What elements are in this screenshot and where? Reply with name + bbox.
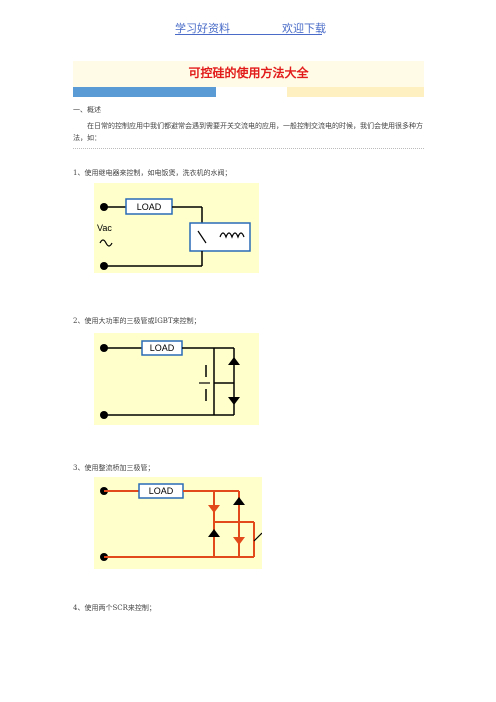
page-title: 可控硅的使用方法大全 (188, 66, 309, 80)
section-paragraph: 在日常的控制应用中我们都避常会遇到需要开关交流电的应用，一般控制交流电的时候，我… (73, 122, 423, 142)
item-2-label: 2、使用大功率的三极管或IGBT来控制； (73, 317, 201, 325)
divider (73, 148, 424, 149)
title-band (73, 61, 424, 87)
load-label: LOAD (150, 343, 175, 353)
vac-label: Vac (97, 223, 112, 233)
item-4-label: 4、使用两个SCR来控制； (73, 604, 156, 612)
load-label: LOAD (137, 202, 162, 212)
page-header: 学习好资料 欢迎下载 (0, 20, 496, 36)
diode-icon (208, 505, 220, 513)
item-1-label: 1、使用继电器来控制，如电饭煲，洗衣机的水阀； (73, 169, 232, 177)
header-right-text: 欢迎下载 (282, 22, 326, 35)
diode-icon (228, 357, 240, 365)
diode-icon (233, 497, 245, 505)
relay-coil (219, 232, 245, 239)
decor-bar-blue (73, 87, 216, 97)
igbt-circuit-diagram: LOAD (94, 333, 259, 425)
header-left-text: 学习好资料 (175, 22, 230, 35)
header-underline (175, 34, 322, 35)
load-label: LOAD (149, 486, 174, 496)
item-3-label: 3、使用整流桥加三极管； (73, 464, 155, 472)
diode-icon (233, 537, 245, 545)
ac-wave-icon (99, 239, 113, 247)
relay-circuit-diagram: LOAD Vac (94, 183, 259, 273)
section-heading: 一、概述 (73, 106, 101, 114)
diode-icon (228, 397, 240, 405)
relay-switch (197, 230, 207, 244)
decor-bar-yellow (287, 87, 424, 97)
bridge-rectifier-diagram: LOAD (94, 477, 262, 569)
transistor-icon (253, 532, 262, 542)
diode-icon (208, 529, 220, 537)
